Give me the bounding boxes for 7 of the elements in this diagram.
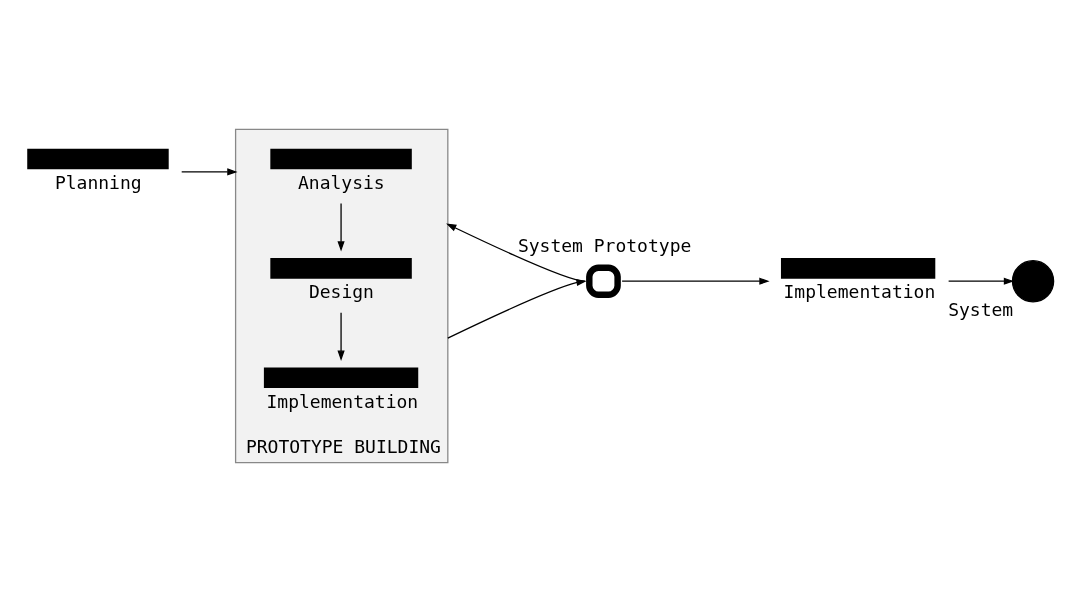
node-label: Planning bbox=[54, 171, 142, 193]
node-label: System bbox=[948, 299, 1014, 321]
node-label: Design bbox=[308, 281, 374, 303]
node-label: System Prototype bbox=[517, 234, 692, 256]
node-label: Analysis bbox=[297, 171, 385, 193]
node-label: Implementation bbox=[783, 281, 936, 303]
node-label: Implementation bbox=[266, 390, 419, 412]
